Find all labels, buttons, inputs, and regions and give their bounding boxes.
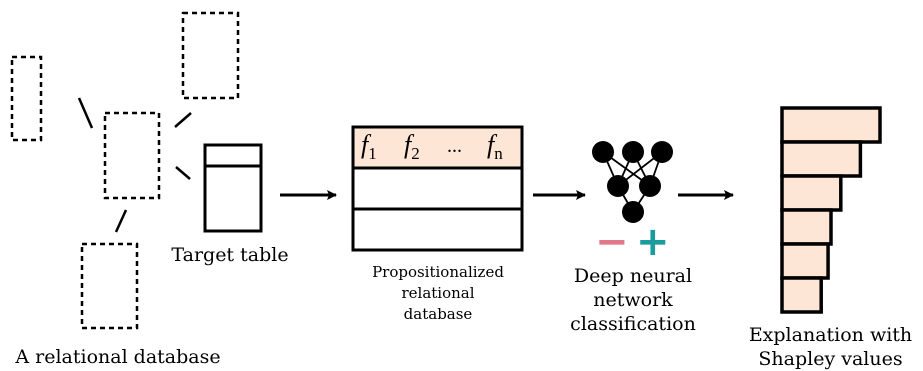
db-table-top-left: [10, 55, 43, 142]
negative-class-sign: −: [595, 219, 629, 265]
dnn-label-line: classification: [570, 313, 696, 335]
db-link: [77, 97, 94, 129]
neuron: [592, 141, 614, 163]
db-table-center: [103, 111, 161, 200]
shapley-bar: [780, 276, 823, 314]
feature-header-row: [351, 125, 524, 170]
shapley-bar: [780, 140, 863, 178]
explanation-label-line: Explanation with: [748, 324, 913, 346]
dnn-label-line: Deep neural: [573, 265, 693, 287]
db-table-bottom: [80, 242, 139, 330]
db-link: [114, 209, 128, 233]
propositionalized-label-line: relational: [401, 284, 475, 302]
neuron: [639, 175, 661, 197]
neuron: [622, 201, 644, 223]
explanation-label-line: Shapley values: [758, 348, 903, 370]
explanation-label: Explanation with Shapley values: [738, 323, 923, 371]
shapley-bar: [780, 106, 882, 144]
propositionalized-table: [351, 125, 524, 252]
feature-f1: f1: [361, 130, 377, 164]
positive-class-sign: +: [636, 219, 670, 265]
db-table-top-right: [181, 11, 240, 100]
propositionalized-label-line: database: [403, 305, 473, 323]
relational-database-group: [10, 11, 240, 330]
dnn-label: Deep neural network classification: [548, 264, 718, 336]
feature-f2: f2: [404, 130, 420, 164]
relational-database-label: A relational database: [15, 346, 221, 368]
target-table: [203, 143, 263, 233]
neuron: [651, 141, 673, 163]
db-link: [174, 112, 192, 128]
db-link: [175, 166, 191, 180]
shapley-bar: [780, 174, 843, 212]
feature-fn: fn: [487, 130, 503, 164]
shapley-bar: [780, 242, 830, 280]
neural-network-icon: [592, 141, 673, 223]
target-table-label: Target table: [171, 244, 289, 266]
neuron: [622, 141, 644, 163]
db-relation-links: [77, 97, 192, 233]
dnn-label-line: network: [593, 289, 673, 311]
propositionalized-label-line: Propositionalized: [372, 263, 504, 281]
feature-ellipsis: ...: [447, 135, 462, 157]
propositionalized-label: Propositionalized relational database: [340, 262, 536, 325]
neuron: [607, 175, 629, 197]
shapley-bar: [780, 208, 833, 246]
shapley-bar-chart: [780, 106, 882, 314]
